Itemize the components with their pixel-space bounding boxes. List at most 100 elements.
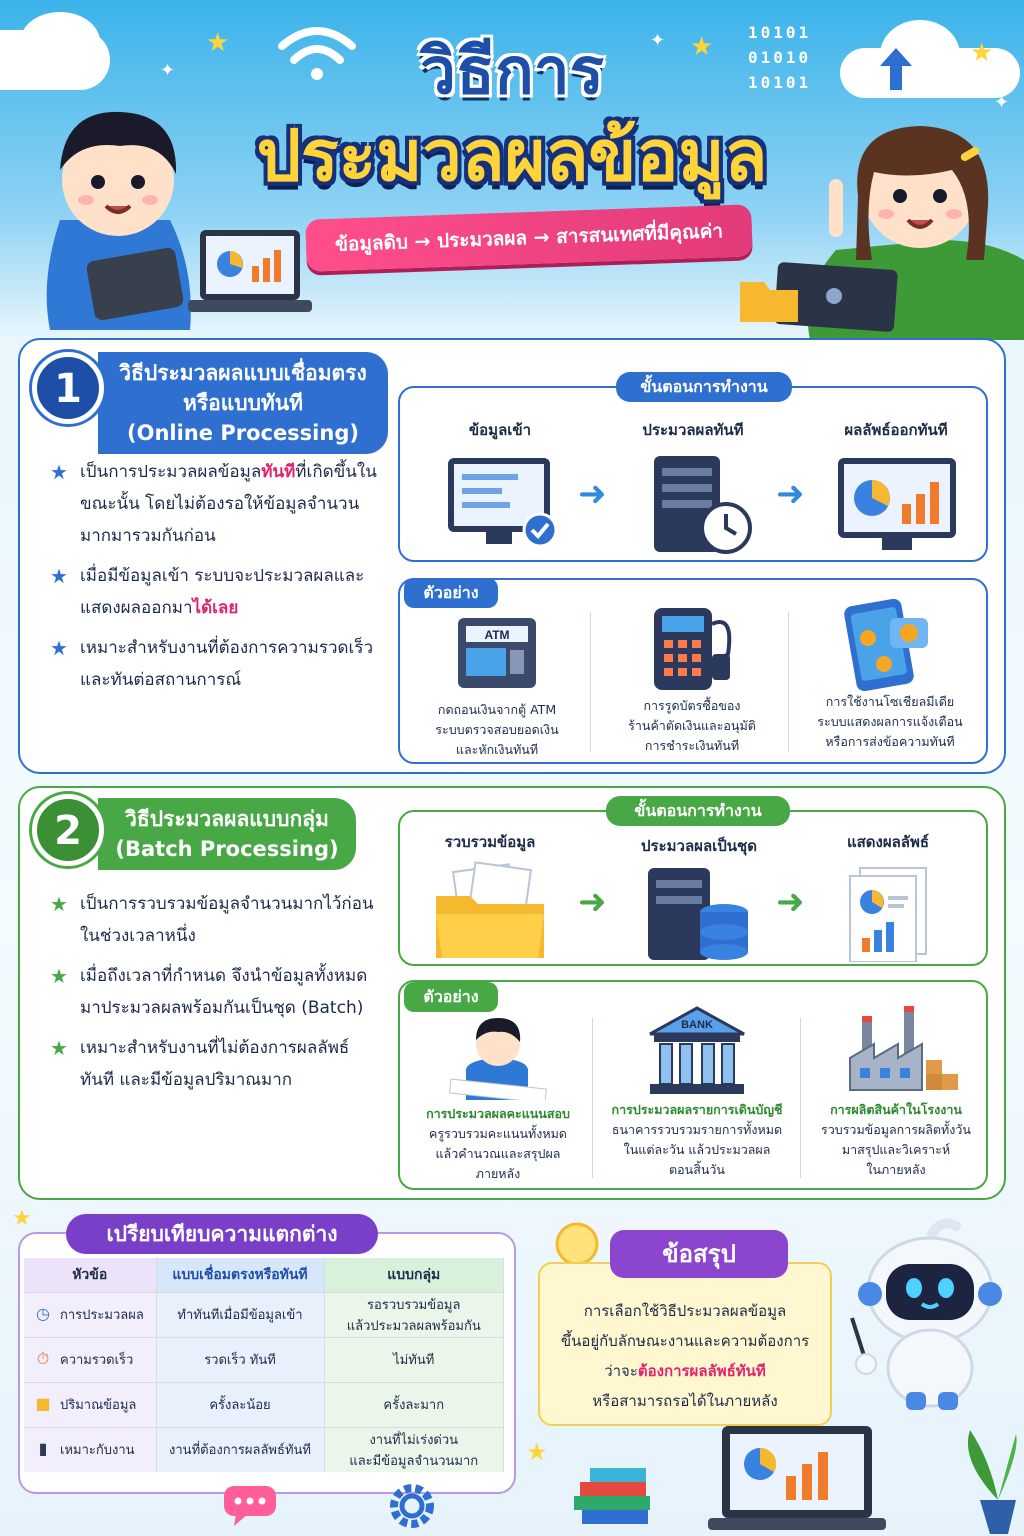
robot-mascot-illustration [850,1218,1002,1410]
list-item: ★ เป็นการประมวลผลข้อมูลทันทีที่เกิดขึ้นใ… [50,456,380,552]
clock-icon: ◷ [36,1304,50,1323]
example-exam-scores: การประมวลผลคะแนนสอบ ครูรวบรวมคะแนนทั้งหม… [410,1010,586,1184]
arrow-right-icon: ➜ [776,882,805,922]
upload-arrow-icon [880,48,912,90]
online-steps-label: ขั้นตอนการทำงาน [616,372,792,402]
sparkle-icon: ✦ [994,92,1010,113]
student-writing-icon [448,1018,548,1100]
arrow-right-icon: ➜ [776,474,805,514]
star-icon: ★ [526,1438,548,1466]
cell-batch: งานที่ไม่เร่งด่วนและมีข้อมูลจำนวนมาก [324,1426,504,1472]
section-number-1: 1 [32,352,104,424]
batch-bullet-list: ★ เป็นการรวบรวมข้อมูลจำนวนมากไว้ก่อนในช่… [50,888,380,1104]
table-header-row: หัวข้อ แบบเชื่อมตรงหรือทันที แบบกลุ่ม [24,1258,504,1292]
list-item: ★ เป็นการรวบรวมข้อมูลจำนวนมากไว้ก่อนในช่… [50,888,380,952]
summary-text: การเลือกใช้วิธีประมวลผลข้อมูล ขึ้นอยู่กั… [560,1302,810,1410]
girl-with-laptop-illustration [740,126,1024,340]
folder-icon: ■ [35,1394,51,1413]
folder-icon [436,861,544,958]
example-card-swipe: การรูดบัตรซื้อของ ร้านค้าตัดเงินและอนุมั… [604,604,780,756]
cell-online: รวดเร็ว ทันที [156,1336,325,1382]
section-number-2: 2 [32,794,104,866]
row-topic: ความรวดเร็ว [60,1353,134,1368]
comparison-title: เปรียบเทียบความแตกต่าง [66,1214,378,1254]
factory-icon [849,1006,958,1091]
star-bullet-icon: ★ [50,636,68,660]
gear-icon [390,1484,434,1528]
cell-batch: รอรวบรวมข้อมูลแล้วประมวลผลพร้อมกัน [324,1291,504,1337]
star-icon: ★ [206,28,230,58]
step-batch-processing: ประมวลผลเป็นชุด [618,834,780,966]
star-bullet-icon: ★ [50,1036,68,1060]
divider [590,612,591,752]
arrow-right-icon: ➜ [578,882,607,922]
comparison-table: หัวข้อ แบบเชื่อมตรงหรือทันที แบบกลุ่ม ◷ ก… [24,1258,504,1472]
star-bullet-icon: ★ [50,564,68,588]
table-row: ⏱ ความรวดเร็ว รวดเร็ว ทันที ไม่ทันที [24,1336,504,1382]
step-collect-data: รวบรวมข้อมูล [420,830,560,962]
batch-steps-label: ขั้นตอนการทำงาน [606,796,790,826]
row-topic: การประมวลผล [60,1308,144,1323]
svg-text:BANK: BANK [681,1019,713,1031]
list-item: ★ เหมาะสำหรับงานที่ไม่ต้องการผลลัพธ์ทันท… [50,1032,380,1096]
star-bullet-icon: ★ [50,460,68,484]
cell-online: ทำทันทีเมื่อมีข้อมูลเข้า [156,1291,325,1337]
svg-text:ATM: ATM [484,628,509,642]
batch-section-title: วิธีประมวลผลแบบกลุ่ม (Batch Processing) [98,798,356,870]
page-title-line2: ประมวลผลข้อมูล [256,115,768,197]
column-header: หัวข้อ [24,1258,157,1292]
cell-online: ครั้งละน้อย [156,1381,325,1427]
example-social-media: การใช้งานโซเชียลมีเดีย ระบบแสดงผลการแจ้ง… [800,598,980,752]
online-example-label: ตัวอย่าง [404,578,498,608]
cloud-decoration [20,12,100,72]
table-row: ■ปริมาณข้อมูล ครั้งละน้อย ครั้งละมาก [24,1381,504,1427]
step-instant-output: ผลลัพธ์ออกทันที [816,418,976,558]
page-title-line1: วิธีการ [419,35,605,109]
summary-title: ข้อสรุป [610,1230,788,1278]
star-bullet-icon: ★ [50,892,68,916]
column-header: แบบเชื่อมตรงหรือทันที [156,1258,325,1292]
column-header: แบบกลุ่ม [324,1258,504,1292]
online-section-title: วิธีประมวลผลแบบเชื่อมตรงหรือแบบทันที (On… [98,352,388,454]
bottom-decoration [574,1426,1017,1534]
sparkle-icon: ✦ [160,60,176,81]
step-instant-processing: ประมวลผลทันที [618,418,768,558]
star-icon: ★ [690,32,714,62]
star-icon: ★ [970,38,994,68]
star-bullet-icon: ★ [50,964,68,988]
list-item: ★ เมื่อมีข้อมูลเข้า ระบบจะประมวลผลและแสด… [50,560,380,624]
cell-batch: ครั้งละมาก [324,1381,504,1427]
binary-digits: 10101 01010 10101 [748,23,812,92]
list-item: ★ เมื่อถึงเวลาที่กำหนด จึงนำข้อมูลทั้งหม… [50,960,380,1024]
monitor-chart-icon [838,458,956,550]
divider [592,1018,593,1178]
server-clock-icon [654,456,752,554]
atm-icon: ATM [458,618,536,688]
cell-online: งานที่ต้องการผลลัพธ์ทันที [156,1426,325,1472]
report-document-icon [849,867,927,962]
sparkle-icon: ✦ [650,30,666,51]
timer-icon: ⏱ [36,1349,50,1368]
divider [788,612,789,752]
star-icon: ★ [12,1206,32,1231]
chat-bubble-icon [224,1486,276,1526]
wifi-icon [278,27,356,80]
bank-building-icon: BANK [649,1006,745,1094]
table-row: ◷ การประมวลผล ทำทันทีเมื่อมีข้อมูลเข้า รอ… [24,1291,504,1337]
phone-notification-icon [844,598,928,692]
server-icon: ▮ [38,1439,48,1459]
list-item: ★ เหมาะสำหรับงานที่ต้องการความรวดเร็วและ… [50,632,380,696]
card-terminal-icon [654,608,732,690]
monitor-check-icon [448,458,558,548]
row-topic: เหมาะกับงาน [60,1443,135,1459]
table-row: ▮ เหมาะกับงาน งานที่ต้องการผลลัพธ์ทันที ง… [24,1426,504,1472]
divider [800,1018,801,1178]
example-factory-production: การผลิตสินค้าในโรงงาน รวบรวมข้อมูลการผลิ… [808,1004,984,1180]
cell-batch: ไม่ทันที [324,1336,504,1382]
batch-example-label: ตัวอย่าง [404,982,498,1012]
header-banner: 10101 01010 10101 ★ ★ ★ ✦ ✦ ✦ วิธีการ ปร… [0,0,1024,340]
step-data-input: ข้อมูลเข้า [430,418,570,558]
online-bullet-list: ★ เป็นการประมวลผลข้อมูลทันทีที่เกิดขึ้นใ… [50,456,380,704]
summary-box [538,1262,832,1426]
server-database-icon [648,868,748,960]
